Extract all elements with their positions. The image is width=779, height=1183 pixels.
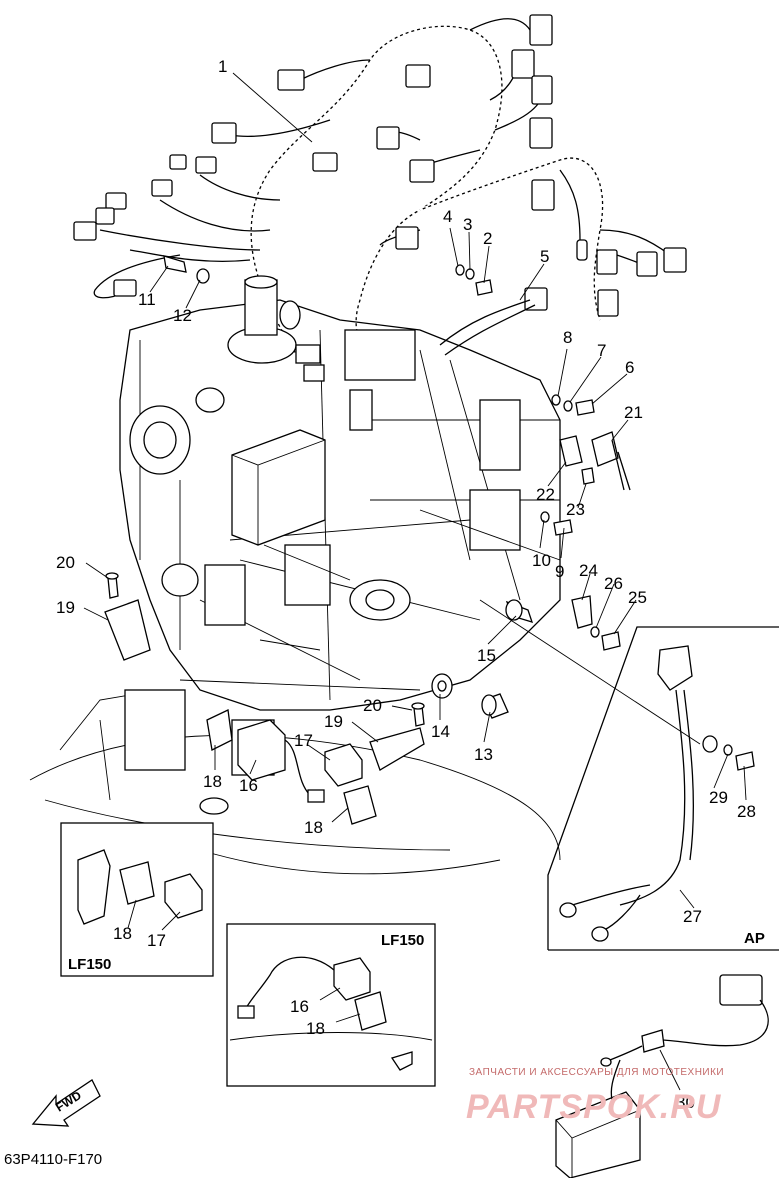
callout-21: 21 [624,403,643,422]
callout-10: 10 [532,551,551,570]
callout-18b: 18 [304,818,323,837]
callout-4: 4 [443,207,452,226]
callout-17: 17 [294,731,313,750]
callout-20b: 20 [363,696,382,715]
callout-20: 20 [56,553,75,572]
callout-5: 5 [540,247,549,266]
callout-9: 9 [555,562,564,581]
leader-lines [83,72,637,823]
callout-19b: 19 [324,712,343,731]
inset-lf150-small [60,822,214,977]
callout-30: 30 [676,1093,695,1112]
callout-3: 3 [463,215,472,234]
callout-labels: 1 2 3 4 5 6 7 8 9 10 11 12 13 14 15 16 1… [56,57,756,1112]
fwd-direction-arrow: FWD [31,1079,101,1127]
callout-28: 28 [737,802,756,821]
small-parts [104,255,631,825]
callout-24: 24 [579,561,598,580]
inset-ap [479,599,779,951]
callout-16-inset-large: 16 [290,997,309,1016]
callout-12: 12 [173,306,192,325]
callout-7: 7 [597,341,606,360]
battery-assembly [555,974,769,1179]
watermark-tagline: ЗАПЧАСТИ И АКСЕССУАРЫ ДЛЯ МОТОТЕХНИКИ [469,1067,724,1078]
callout-27: 27 [683,907,702,926]
drawing-code: 63P4110-F170 [4,1151,102,1168]
callout-6: 6 [625,358,634,377]
engine-block [119,275,561,711]
callout-29: 29 [709,788,728,807]
callout-26: 26 [604,574,623,593]
callout-2: 2 [483,229,492,248]
inset-lf150-small-label: LF150 [68,956,111,973]
callout-14: 14 [431,722,450,741]
callout-18-inset-large: 18 [306,1019,325,1038]
callout-23: 23 [566,500,585,519]
inset-lf150-large-label: LF150 [381,932,424,949]
callout-16: 16 [239,776,258,795]
callout-18-inset-small: 18 [113,924,132,943]
callout-17-inset-small: 17 [147,931,166,950]
callout-18: 18 [203,772,222,791]
callout-25: 25 [628,588,647,607]
callout-8: 8 [563,328,572,347]
callout-11: 11 [138,290,156,309]
callout-19: 19 [56,598,75,617]
callout-13: 13 [474,745,493,764]
callout-22: 22 [536,485,555,504]
inset-ap-label: AP [744,930,765,947]
watermark-brand: PARTSPOK.RU [466,1088,722,1126]
inset-lf150-large [226,923,436,1087]
callout-15: 15 [477,646,496,665]
callout-1: 1 [218,57,227,76]
harness-connectors [73,14,687,317]
